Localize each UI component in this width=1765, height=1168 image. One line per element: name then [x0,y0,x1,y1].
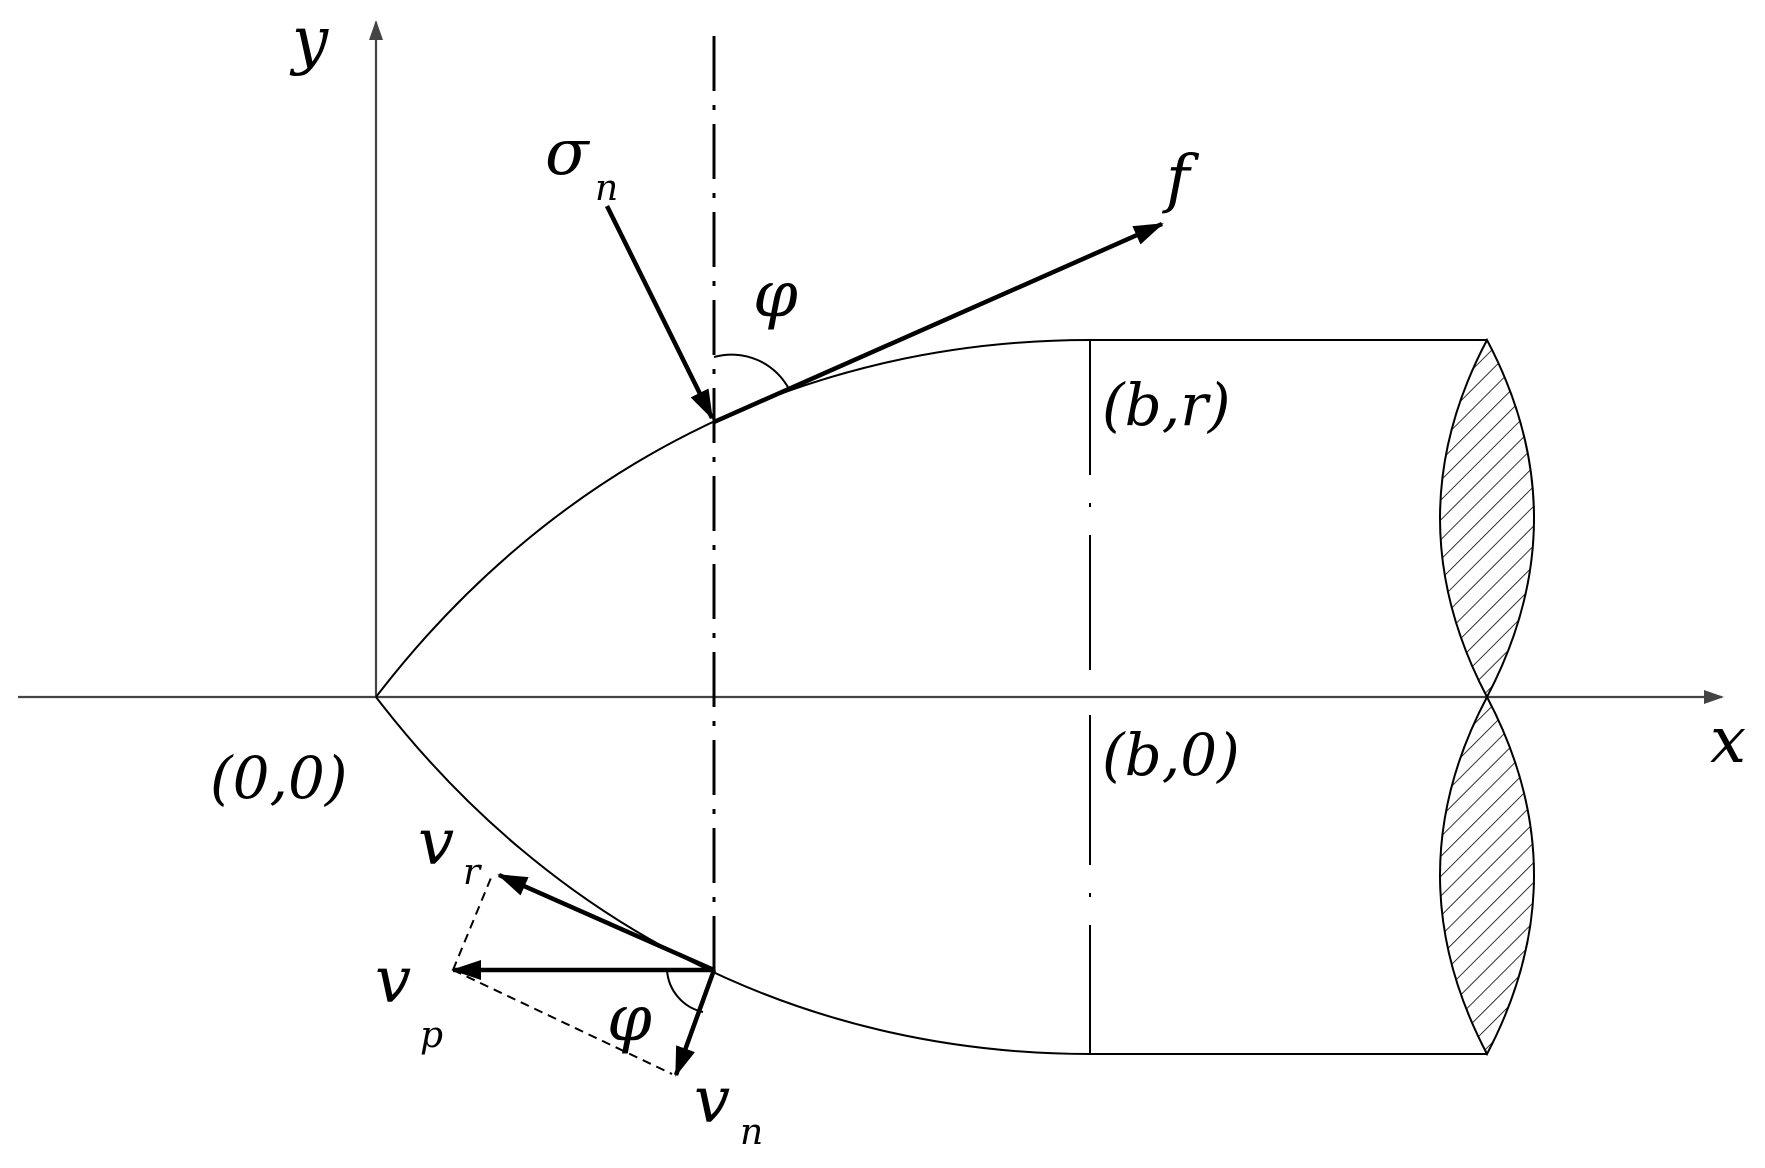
phi-lower-label: φ [607,982,652,1056]
hatched-section-lower [1439,694,1535,1057]
vn-subscript: n [740,1112,763,1153]
origin-label: (0,0) [210,744,348,812]
x-axis-label: x [1710,704,1746,778]
phi-lower-arc [666,969,704,1013]
f-label: f [1162,142,1200,216]
hatched-section-upper [1439,337,1535,700]
vp-label: v [375,944,411,1018]
parallelogram-dash-2 [452,969,673,1075]
vp-subscript: p [420,1015,443,1056]
nose-upper-curve [375,339,1091,698]
point-b-r-label: (b,r) [1102,371,1231,439]
vn-arrow [673,969,717,1077]
vr-label: v [418,806,454,880]
parallelogram-dash-1 [452,872,494,971]
y-axis-label: y [289,4,329,78]
sigma-label: σ [545,116,591,190]
vn-label: v [694,1064,730,1138]
sigma-subscript: n [595,168,618,209]
phi-upper-label: φ [753,258,798,332]
point-b-0-label: (b,0) [1102,721,1240,789]
phi-upper-arc [713,353,791,392]
nose-lower-curve [375,696,1091,1055]
sigma-n-arrow [604,205,715,420]
vr-arrow [497,872,715,973]
vr-subscript: r [463,852,482,893]
